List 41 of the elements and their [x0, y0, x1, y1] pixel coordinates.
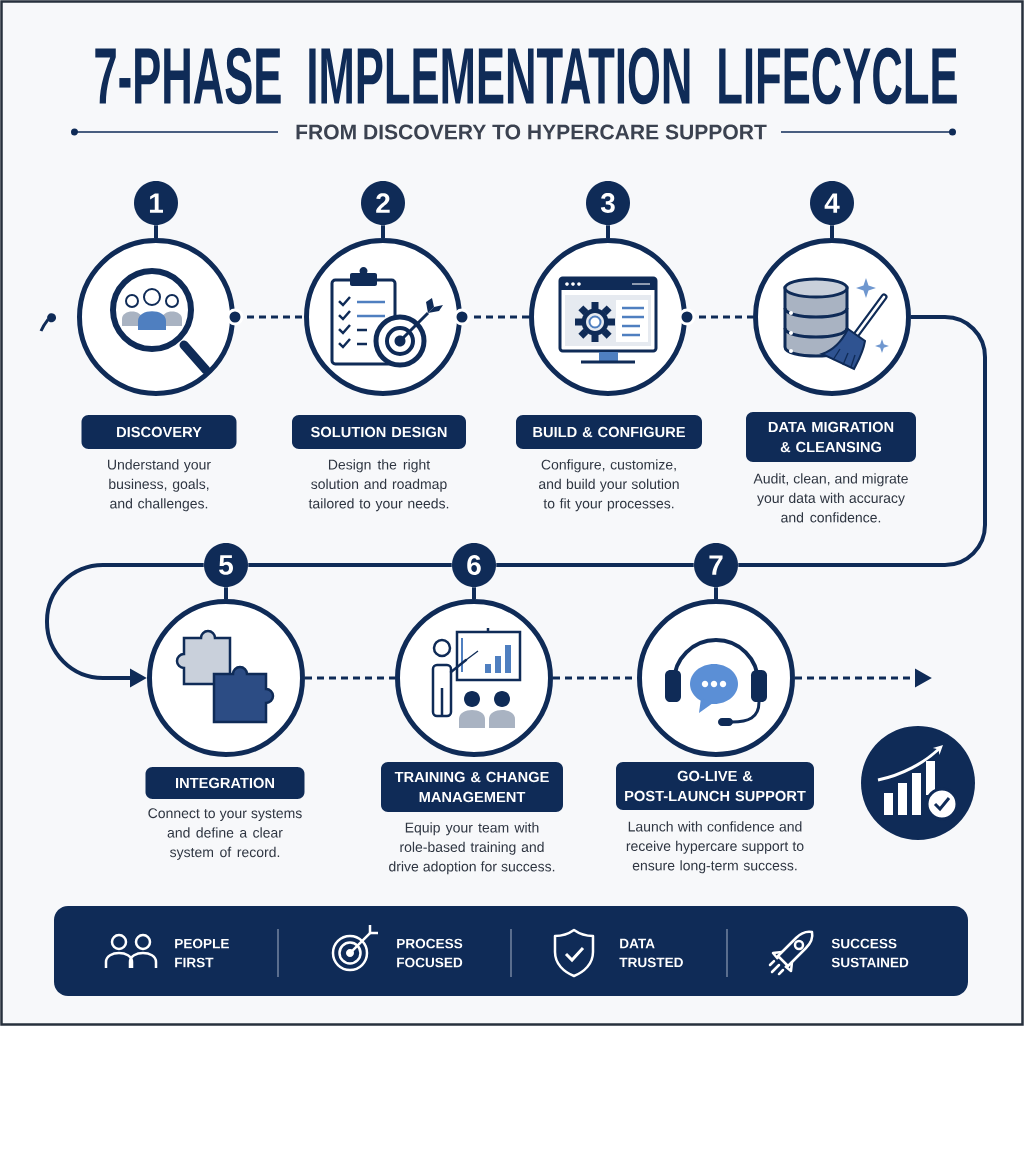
value-label: SUCCESS SUSTAINED: [831, 938, 909, 968]
number-badge: 6: [452, 543, 496, 587]
title-pill: GO-LIVE & POST-LAUNCH SUPPORT: [616, 762, 814, 810]
phase-description: Audit, clean, and migrate your data with accuracy and confidence.: [753, 473, 908, 523]
phase-description: Configure, customize, and build your solution to fit your processes.: [539, 459, 679, 512]
connector-line: [305, 676, 395, 680]
title-pill: TRAINING & CHANGE MANAGEMENT: [381, 762, 563, 812]
title-pill: SOLUTION DESIGN: [292, 415, 466, 449]
phase-description: Equip your team with role-based training and drive adoption for success.: [389, 822, 555, 875]
value-label: PEOPLE FIRST: [175, 938, 229, 968]
phase-description: Understand your business, goals, and challenges.: [108, 459, 211, 512]
number-badge: 2: [361, 181, 405, 225]
connector-line: [714, 587, 718, 599]
connector-line: [830, 225, 834, 238]
number-badge: 4: [810, 181, 854, 225]
connector-line: [154, 225, 158, 238]
title-pill: INTEGRATION: [145, 767, 305, 799]
title-pill: DATA MIGRATION & CLEANSING: [746, 412, 916, 462]
phase-description: Design the right solution and roadmap tailored to your needs.: [308, 459, 449, 512]
title: 7-PHASE IMPLEMENTATION LIFECYCLE: [95, 47, 957, 105]
subtitle: FROM DISCOVERY TO HYPERCARE SUPPORT: [296, 124, 767, 140]
connector-line: [496, 563, 694, 567]
title-pill: DISCOVERY: [81, 415, 237, 449]
value-label: PROCESS FOCUSED: [397, 938, 463, 968]
connector-line: [472, 587, 476, 599]
connector-line: [606, 225, 610, 238]
number-badge: 1: [134, 181, 178, 225]
phase-description: Connect to your systems and define a clear system of record.: [148, 808, 302, 860]
value-label: DATA TRUSTED: [619, 938, 683, 968]
connector-line: [248, 563, 452, 567]
connector-line: [738, 315, 987, 567]
connector-line: [678, 308, 753, 326]
connector-line: [381, 225, 385, 238]
title-pill: BUILD & CONFIGURE: [516, 415, 702, 449]
phase-description: Launch with confidence and receive hypercare support to ensure long-term success.: [626, 821, 804, 874]
connector-line: [224, 587, 228, 599]
connector-line: [226, 308, 304, 326]
number-badge: 7: [694, 543, 738, 587]
number-badge: 5: [204, 543, 248, 587]
number-badge: 3: [586, 181, 630, 225]
connector-line: [453, 308, 529, 326]
